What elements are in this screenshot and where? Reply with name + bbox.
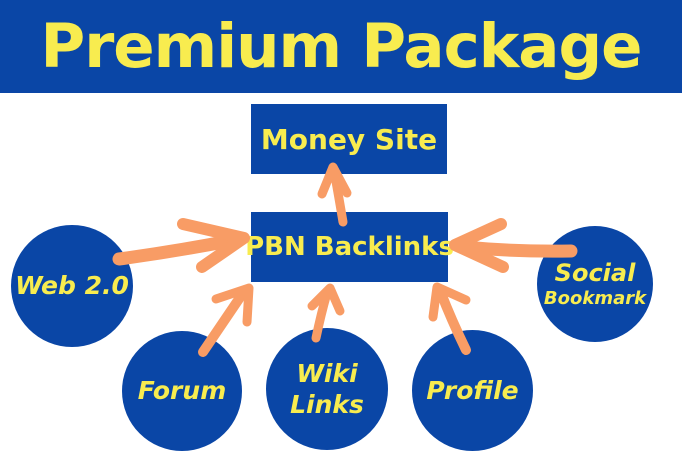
node-profile-label: Profile bbox=[426, 375, 519, 405]
arrow-web-2-0-to-pbn bbox=[112, 218, 250, 273]
node-web-2-0-label: Web 2.0 bbox=[15, 271, 129, 301]
node-wiki-links-label-line1: Wiki bbox=[296, 358, 358, 388]
header-banner: Premium Package bbox=[0, 0, 682, 93]
node-profile: Profile bbox=[412, 330, 533, 451]
page-title: Premium Package bbox=[40, 11, 642, 82]
node-web-2-0: Web 2.0 bbox=[11, 225, 133, 347]
pbn-backlinks-label: PBN Backlinks bbox=[245, 232, 454, 262]
node-forum: Forum bbox=[122, 331, 242, 451]
money-site-node: Money Site bbox=[251, 104, 447, 174]
node-wiki-links-label-line2: Links bbox=[290, 390, 364, 419]
node-forum-label: Forum bbox=[137, 376, 227, 406]
node-social-bookmark-label-line1: Social bbox=[554, 258, 636, 287]
node-social-bookmark-label-line2: Bookmark bbox=[543, 287, 647, 309]
money-site-label: Money Site bbox=[260, 122, 438, 156]
pbn-backlinks-node: PBN Backlinks bbox=[245, 212, 454, 282]
node-social-bookmark: Social Bookmark bbox=[537, 226, 653, 342]
node-wiki-links: Wiki Links bbox=[266, 328, 388, 450]
